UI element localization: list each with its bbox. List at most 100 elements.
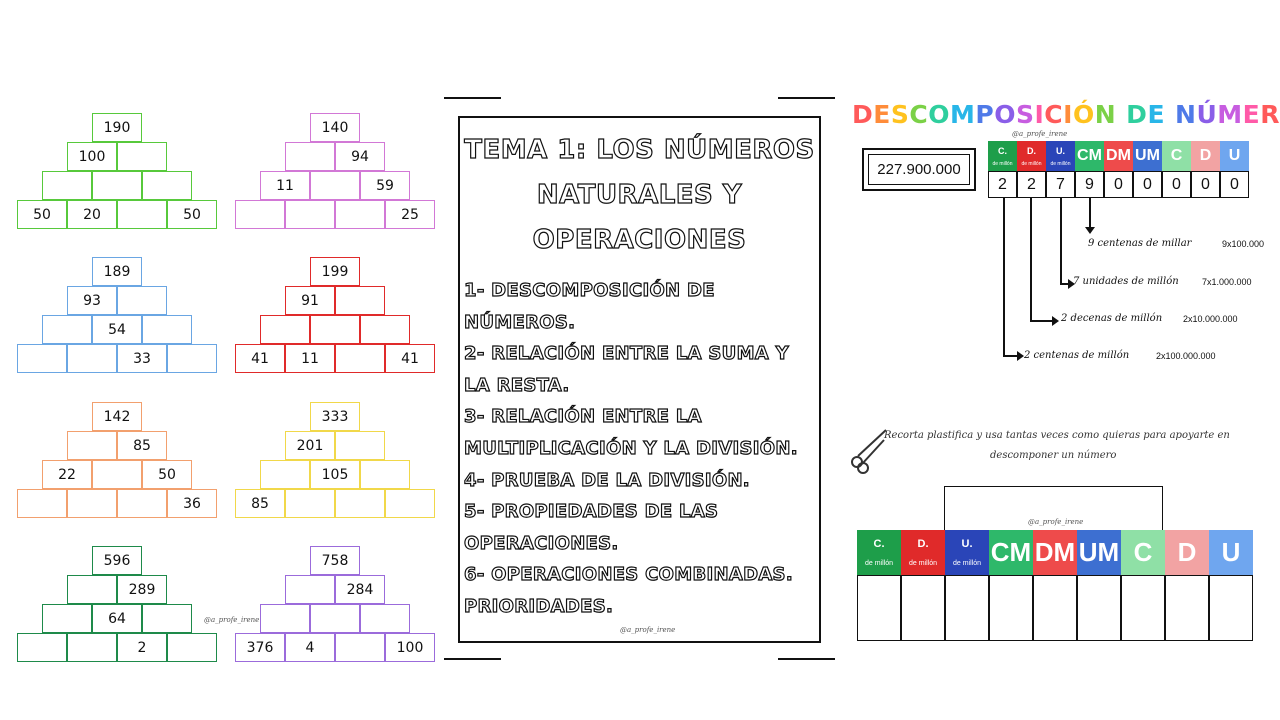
pyramid-cell-third: 59 bbox=[360, 171, 410, 200]
pyramid-cell-base bbox=[167, 344, 217, 373]
template-blank-cell bbox=[1165, 575, 1209, 641]
pyramid-cell-base bbox=[335, 344, 385, 373]
pyramid-cell-top: 758 bbox=[310, 546, 360, 575]
pyramid-cell-base bbox=[67, 344, 117, 373]
place-header-label: UM bbox=[1135, 147, 1160, 164]
place-header: CM bbox=[1075, 141, 1104, 171]
template-blank-cell bbox=[857, 575, 901, 641]
pyramid-cell-top: 596 bbox=[92, 546, 142, 575]
pyramid-cell-third bbox=[42, 604, 92, 633]
place-header-label: CM bbox=[1077, 147, 1102, 164]
pyramid-cell-base bbox=[335, 633, 385, 662]
template-blank-cell bbox=[989, 575, 1033, 641]
pyramid-cell-base bbox=[285, 200, 335, 229]
pyramid-credit: @a_profe_irene bbox=[204, 616, 260, 624]
place-header-label: C. bbox=[998, 145, 1007, 156]
pyramid-cell-third bbox=[260, 460, 310, 489]
pyramid-cell-second bbox=[67, 431, 117, 460]
pyramid-cell-third: 22 bbox=[42, 460, 92, 489]
place-header: U bbox=[1220, 141, 1249, 171]
title-letter: O bbox=[994, 100, 1016, 129]
place-header-label: D. bbox=[1027, 145, 1036, 156]
arrow-line bbox=[1089, 198, 1091, 228]
place-digit: 0 bbox=[1104, 171, 1133, 198]
pyramid-cell-base bbox=[385, 489, 435, 518]
corner-mark-bottom-left bbox=[444, 658, 501, 660]
place-digit: 0 bbox=[1191, 171, 1220, 198]
topic-list-line: 5- PROPIEDADES DE LAS bbox=[463, 501, 719, 523]
arrow-line bbox=[1060, 283, 1070, 285]
pyramid-cell-third bbox=[92, 171, 142, 200]
place-header-label: U. bbox=[1056, 145, 1065, 156]
template-header-sublabel: de millón bbox=[908, 560, 937, 567]
pyramid-cell-base bbox=[17, 633, 67, 662]
pyramid-cell-second: 91 bbox=[285, 286, 335, 315]
annotation-label: 2 centenas de millón bbox=[1024, 350, 1130, 361]
template-header: CM bbox=[989, 530, 1033, 575]
pyramid-cell-third bbox=[310, 604, 360, 633]
place-header-sublabel: de millón bbox=[992, 160, 1013, 167]
template-blank-cell bbox=[945, 575, 989, 641]
pyramid-cell-base bbox=[117, 200, 167, 229]
pyramid-cell-base bbox=[235, 200, 285, 229]
pyramid-cell-second bbox=[285, 575, 335, 604]
cutout-instructions-line: Recorta plastifica y usa tantas veces co… bbox=[884, 430, 1230, 441]
arrow-head-right-icon bbox=[1068, 279, 1075, 289]
annotation-value: 2x10.000.000 bbox=[1183, 314, 1238, 324]
scissors-icon bbox=[851, 429, 887, 474]
pyramid-cell-second: 100 bbox=[67, 142, 117, 171]
title-letter: C bbox=[909, 100, 929, 129]
pyramid-cell-base: 11 bbox=[285, 344, 335, 373]
title-letter: E bbox=[1242, 100, 1261, 129]
topic-list-line: 4- PRUEBA DE LA DIVISIÓN. bbox=[463, 469, 750, 491]
template-header: C.de millón bbox=[857, 530, 901, 575]
pyramid-cell-second bbox=[285, 142, 335, 171]
template-header-label: UM bbox=[1078, 537, 1120, 567]
template-header-label: CM bbox=[990, 537, 1032, 567]
topic-list-line: OPERACIONES. bbox=[463, 532, 619, 554]
title-letter: O bbox=[928, 100, 950, 129]
title-letter: N bbox=[1094, 100, 1117, 129]
arrow-line bbox=[1060, 198, 1062, 284]
topic-credit: @a_profe_irene bbox=[620, 626, 676, 634]
topic-title: TEMA 1: LOS NÚMEROS NATURALES Y OPERACIO… bbox=[460, 128, 819, 263]
place-header: U.de millón bbox=[1046, 141, 1075, 171]
corner-mark-top-right bbox=[778, 97, 835, 99]
template-blank-cell bbox=[1033, 575, 1077, 641]
topic-list-line: 3- RELACIÓN ENTRE LA bbox=[463, 406, 702, 428]
title-letter: C bbox=[1044, 100, 1064, 129]
pyramid-cell-third bbox=[42, 315, 92, 344]
template-header: U.de millón bbox=[945, 530, 989, 575]
template-header-label: C. bbox=[873, 538, 885, 550]
pyramid-cell-top: 140 bbox=[310, 113, 360, 142]
pyramid-cell-base: 100 bbox=[385, 633, 435, 662]
arrow-line bbox=[1003, 198, 1005, 356]
title-letter: D bbox=[852, 100, 874, 129]
pyramid-cell-base: 4 bbox=[285, 633, 335, 662]
template-header: D.de millón bbox=[901, 530, 945, 575]
annotation-label: 7 unidades de millón bbox=[1073, 276, 1179, 287]
pyramid-cell-third bbox=[142, 171, 192, 200]
arrow-line bbox=[1030, 320, 1054, 322]
title-letter: Ó bbox=[1072, 100, 1095, 129]
pyramid-cell-base bbox=[67, 489, 117, 518]
title-letter: Ú bbox=[1196, 100, 1218, 129]
annotation-value: 7x1.000.000 bbox=[1202, 277, 1252, 287]
place-header: DM bbox=[1104, 141, 1133, 171]
arrow-head-right-icon bbox=[1052, 316, 1059, 326]
pyramid-cell-third bbox=[360, 315, 410, 344]
topic-title-line: NATURALES Y bbox=[536, 179, 743, 210]
place-header: UM bbox=[1133, 141, 1162, 171]
place-digit: 0 bbox=[1133, 171, 1162, 198]
topic-list-line: 6- OPERACIONES COMBINADAS. bbox=[463, 564, 793, 586]
pyramid-cell-third: 50 bbox=[142, 460, 192, 489]
example-number-box: 227.900.000 bbox=[862, 148, 976, 191]
pyramid-cell-base bbox=[17, 344, 67, 373]
template-header: U bbox=[1209, 530, 1253, 575]
place-digit: 9 bbox=[1075, 171, 1104, 198]
title-letter: P bbox=[975, 100, 995, 129]
pyramid-cell-third bbox=[360, 604, 410, 633]
template-header-sublabel: de millón bbox=[952, 560, 981, 567]
